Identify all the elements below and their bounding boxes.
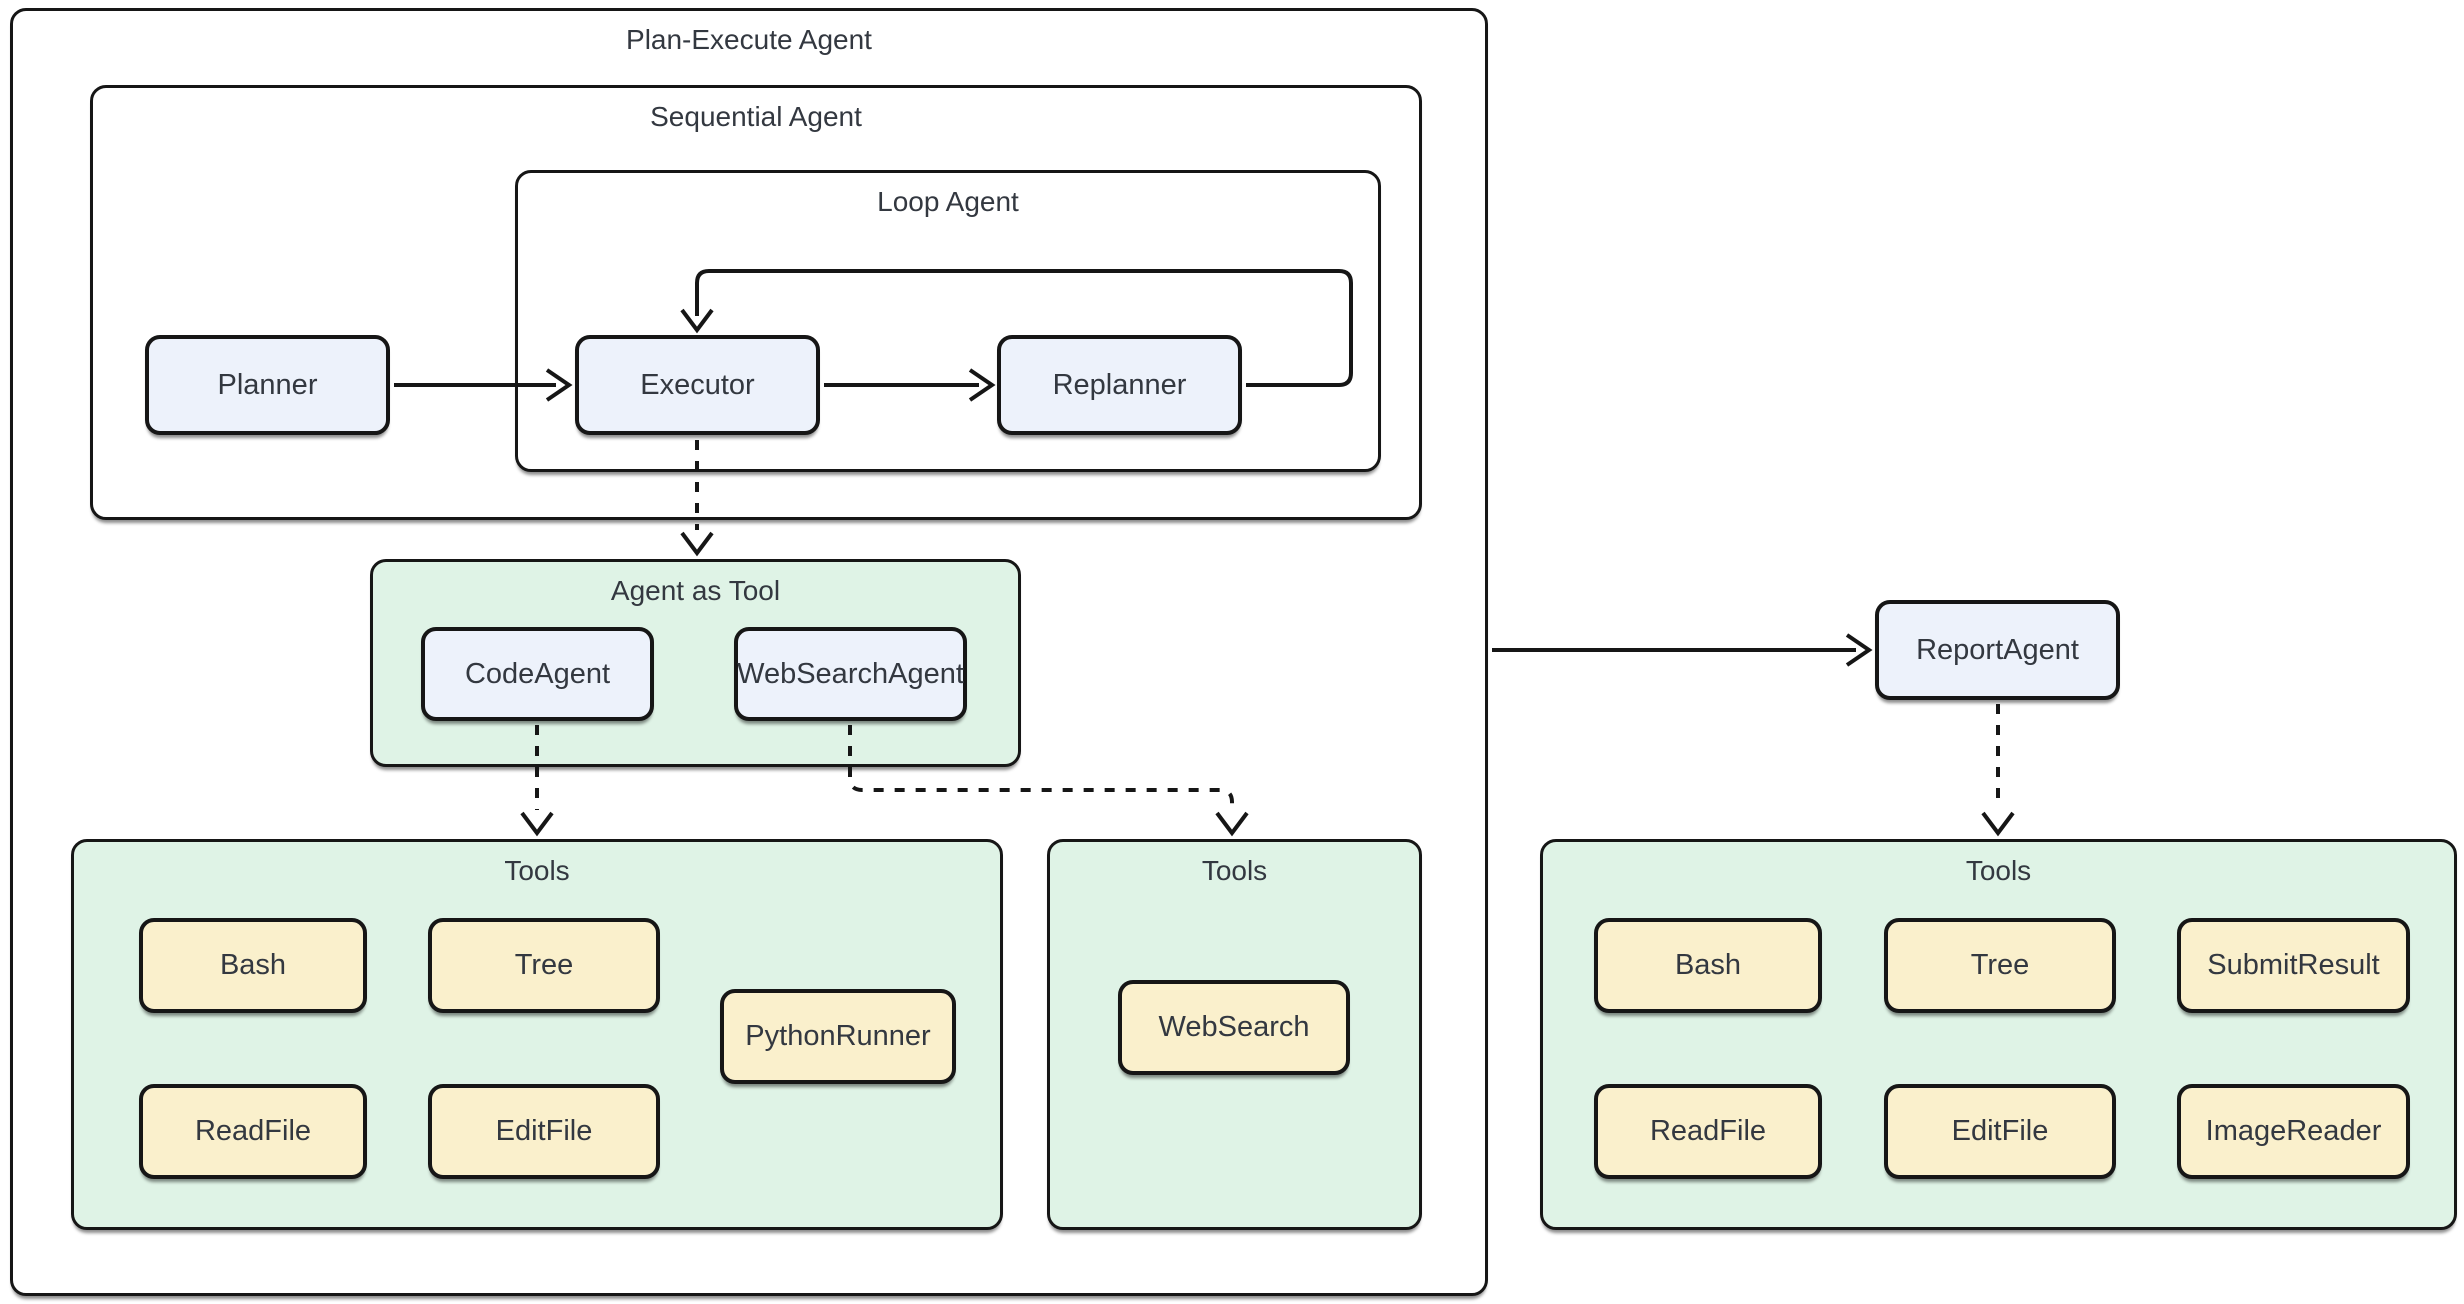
node-tool-editfile-left: EditFile (428, 1084, 660, 1179)
sequential-agent-title: Sequential Agent (650, 101, 862, 132)
arrow-plan-execute-to-report-agent (1492, 633, 1873, 667)
node-code-agent: CodeAgent (421, 627, 654, 721)
plan-execute-agent-title: Plan-Execute Agent (626, 24, 872, 55)
node-tool-tree-left: Tree (428, 918, 660, 1013)
node-tool-bash-right: Bash (1594, 918, 1822, 1013)
node-tool-readfile-right: ReadFile (1594, 1084, 1822, 1179)
node-report-agent: ReportAgent (1875, 600, 2120, 700)
node-tool-python-runner: PythonRunner (720, 989, 956, 1084)
tools-right-title: Tools (1965, 855, 2032, 886)
node-tool-submit-result: SubmitResult (2177, 918, 2410, 1013)
node-tool-editfile-right: EditFile (1884, 1084, 2116, 1179)
node-tool-readfile-left: ReadFile (139, 1084, 367, 1179)
node-tool-websearch: WebSearch (1118, 980, 1350, 1075)
loop-agent-title: Loop Agent (877, 186, 1019, 217)
arrow-report-agent-to-tools-right (1981, 704, 2015, 837)
node-executor: Executor (575, 335, 820, 435)
node-tool-tree-right: Tree (1884, 918, 2116, 1013)
node-web-search-agent: WebSearchAgent (734, 627, 967, 721)
node-tool-bash-left: Bash (139, 918, 367, 1013)
node-planner: Planner (145, 335, 390, 435)
tools-left-title: Tools (504, 855, 570, 886)
tools-middle-title: Tools (1201, 855, 1268, 886)
node-tool-image-reader: ImageReader (2177, 1084, 2410, 1179)
node-replanner: Replanner (997, 335, 1242, 435)
agent-as-tool-title: Agent as Tool (610, 575, 781, 606)
